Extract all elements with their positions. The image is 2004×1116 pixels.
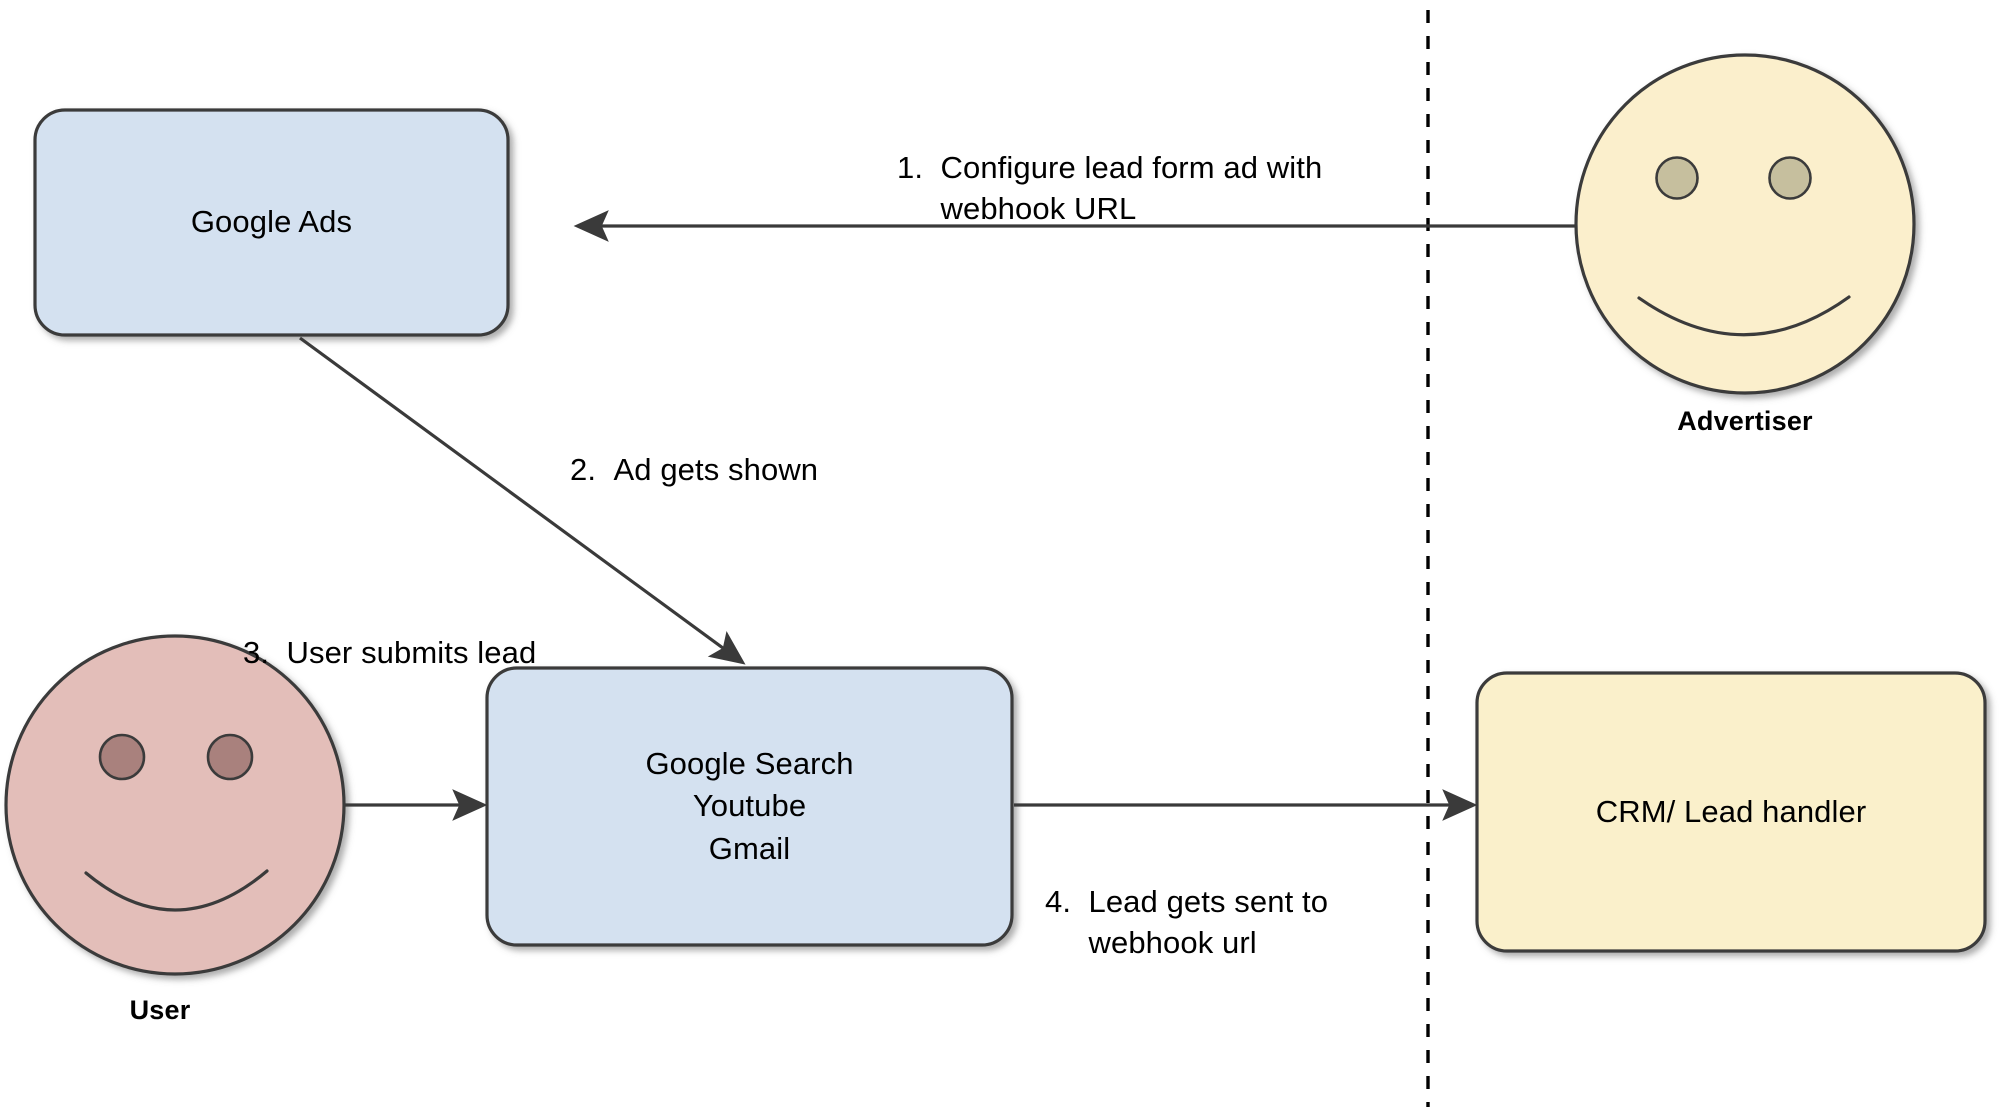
advertiser-face-circle[interactable]: [1574, 53, 1916, 395]
user-right-eye-icon: [206, 733, 254, 781]
advertiser-left-eye-icon: [1655, 156, 1699, 200]
user-left-eye-icon: [98, 733, 146, 781]
step-4-text: Lead gets sent to webhook url: [1088, 884, 1329, 961]
user-caption: User: [129, 995, 191, 1025]
step-2-text: Ad gets shown: [613, 452, 819, 488]
channels-label: Google Search Youtube Gmail: [645, 746, 854, 866]
user-face-circle[interactable]: [4, 634, 346, 976]
advertiser-smiley-icon[interactable]: [1574, 53, 1916, 395]
advertiser-smile-icon: [1637, 295, 1851, 337]
step-3-label: 3. User submits lead: [243, 591, 643, 673]
user-smiley-icon[interactable]: [4, 634, 346, 976]
google-ads-label: Google Ads: [190, 204, 353, 240]
step-1-number: 1.: [897, 150, 924, 186]
crm-label: CRM/ Lead handler: [1595, 793, 1867, 829]
step-2-number: 2.: [570, 452, 597, 488]
step-3-number: 3.: [243, 635, 270, 671]
step-1-text: Configure lead form ad with webhook URL: [940, 150, 1323, 227]
step-4-number: 4.: [1045, 884, 1072, 920]
step-1-label: 1. Configure lead form ad with webhook U…: [897, 106, 1377, 230]
advertiser-right-eye-icon: [1768, 156, 1812, 200]
step-2-label: 2. Ad gets shown: [570, 408, 970, 490]
advertiser-caption: Advertiser: [1677, 406, 1813, 436]
user-smile-icon: [84, 869, 269, 912]
step-4-label: 4. Lead gets sent to webhook url: [1045, 840, 1405, 964]
step-3-text: User submits lead: [286, 635, 537, 671]
